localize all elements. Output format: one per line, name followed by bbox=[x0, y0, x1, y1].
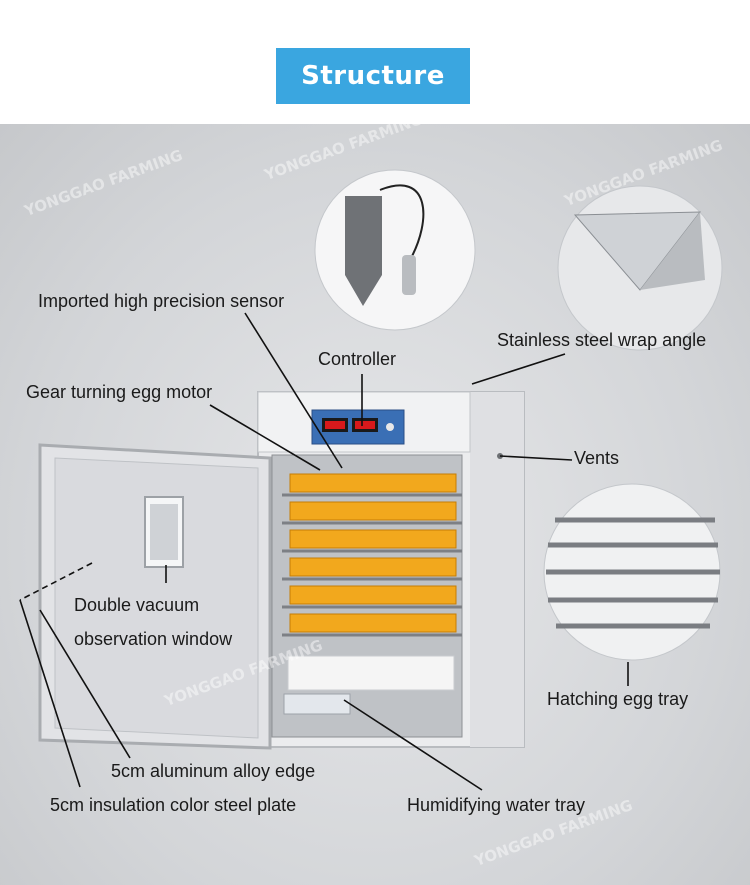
label-window-line1: Double vacuum bbox=[74, 595, 200, 615]
label-hatching-tray: Hatching egg tray bbox=[547, 689, 689, 709]
egg-trays bbox=[282, 473, 462, 637]
label-gear-motor: Gear turning egg motor bbox=[26, 382, 213, 402]
label-insulation-plate: 5cm insulation color steel plate bbox=[50, 795, 297, 815]
label-controller: Controller bbox=[318, 349, 397, 369]
label-wrap-angle: Stainless steel wrap angle bbox=[497, 330, 707, 350]
label-sensor: Imported high precision sensor bbox=[38, 291, 285, 311]
label-window-line2: observation window bbox=[74, 629, 233, 649]
label-aluminum-edge: 5cm aluminum alloy edge bbox=[111, 761, 316, 781]
label-vents: Vents bbox=[574, 448, 620, 468]
section-title: Structure bbox=[276, 48, 470, 104]
label-water-tray: Humidifying water tray bbox=[407, 795, 586, 815]
